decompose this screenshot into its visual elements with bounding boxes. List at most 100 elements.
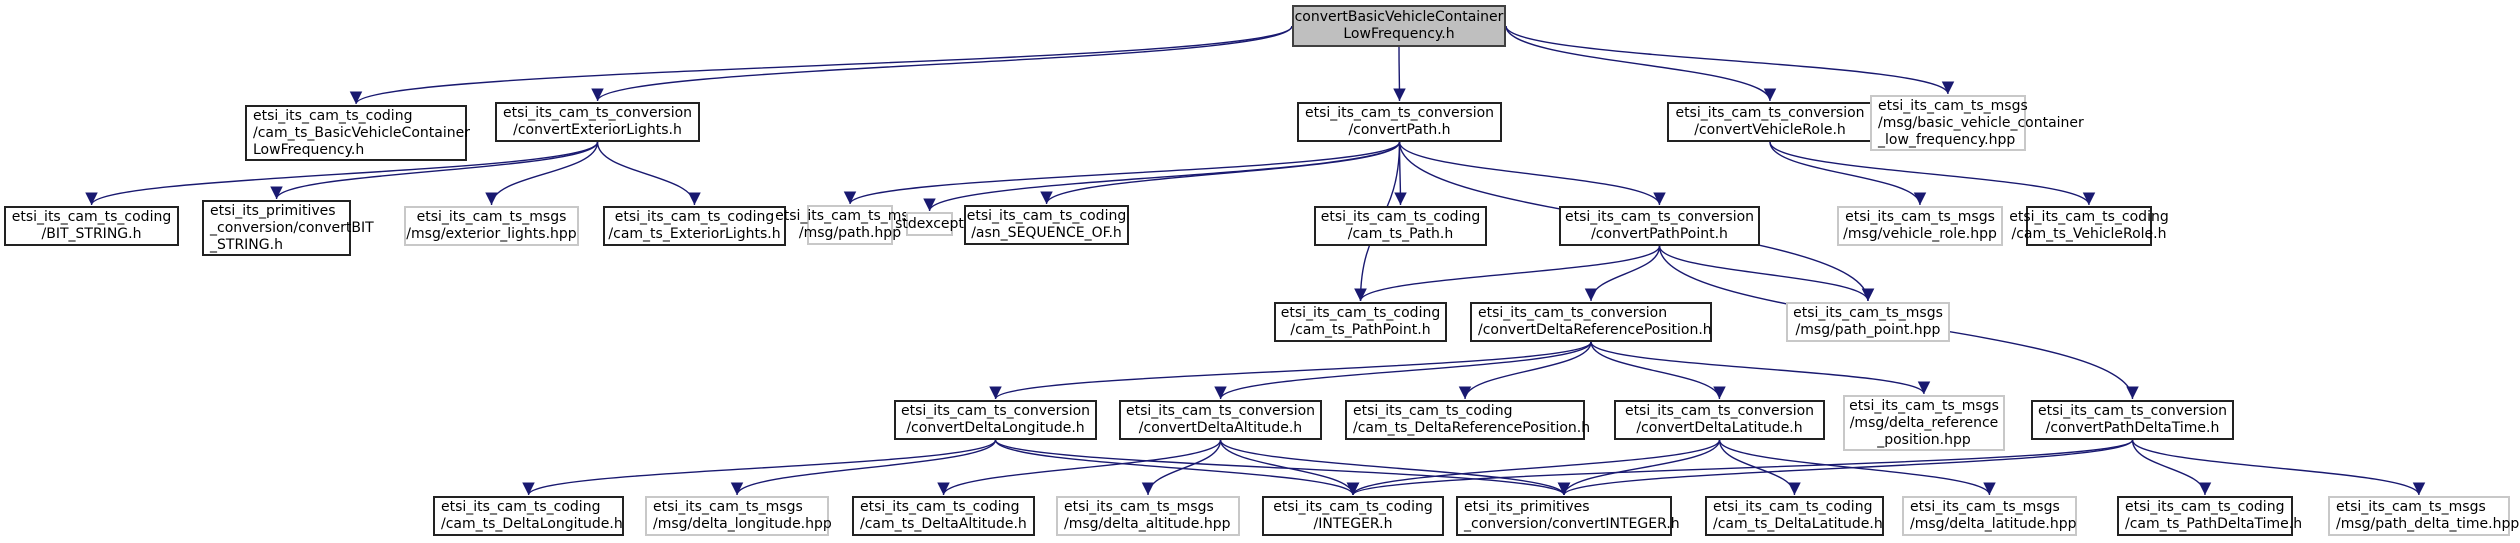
edge-conv-path-to-stdexcept [923,141,1401,212]
graph-node-msgs-path[interactable]: etsi_its_cam_ts_msgs/msg/path.hpp [775,205,925,245]
node-label-line: etsi_its_cam_ts_conversion [1564,209,1755,225]
node-label-line: _conversion/convertINTEGER.h [1464,516,1680,532]
node-label-line: _position.hpp [1877,431,1971,448]
node-label-line: etsi_its_cam_ts_conversion [1125,403,1316,419]
node-label-line: etsi_its_cam_ts_coding [1320,209,1481,225]
edge-conv-path-to-conv-pathpoint [1398,141,1666,206]
node-label-line: /msg/basic_vehicle_container [1878,114,2084,131]
edge-conv-deltarefpos-to-conv-deltaalt [1214,341,1592,400]
node-label-line: etsi_its_cam_ts_conversion [2037,403,2228,419]
edge-root-to-conv-extlights [591,25,1293,102]
node-label-line: etsi_its_cam_ts_conversion [900,403,1091,419]
graph-node-conv-extlights[interactable]: etsi_its_cam_ts_conversion/convertExteri… [495,102,700,142]
graph-node-coding-vehrole[interactable]: etsi_its_cam_ts_coding/cam_ts_VehicleRol… [2009,206,2169,246]
edge-conv-vehrole-to-msgs-vehrole [1769,141,1927,206]
edge-conv-extlights-to-coding-bitstring [85,141,599,206]
graph-node-msgs-deltarefpos[interactable]: etsi_its_cam_ts_msgs/msg/delta_reference… [1843,395,2005,451]
node-label-line: /convertDeltaLongitude.h [906,420,1085,436]
node-label-line: /BIT_STRING.h [41,226,142,242]
node-label-line: /cam_ts_PathDeltaTime.h [2125,516,2303,532]
edge-conv-path-to-msgs-path [843,141,1401,205]
edge-conv-pathdeltatime-to-coding-integer [1347,439,2134,496]
graph-node-msgs-deltalon[interactable]: etsi_its_cam_ts_msgs/msg/delta_longitude… [645,496,832,536]
graph-node-conv-pathpoint[interactable]: etsi_its_cam_ts_conversion/convertPathPo… [1559,206,1760,246]
node-label-line: convertBasicVehicleContainer [1294,9,1504,25]
edge-conv-deltalon-to-coding-deltalon [522,439,997,496]
node-label-line: etsi_its_cam_ts_coding [860,499,1020,515]
graph-node-coding-path[interactable]: etsi_its_cam_ts_coding/cam_ts_Path.h [1314,206,1487,246]
node-label-line: LowFrequency.h [253,141,365,158]
graph-node-coding-pathdeltatime[interactable]: etsi_its_cam_ts_coding/cam_ts_PathDeltaT… [2117,496,2302,536]
node-label-line: stdexcept [895,215,964,232]
edge-conv-deltalat-to-coding-integer [1346,439,1721,496]
node-label-line: /cam_ts_PathPoint.h [1290,322,1431,338]
graph-node-conv-deltalat[interactable]: etsi_its_cam_ts_conversion/convertDeltaL… [1614,400,1825,440]
graph-node-coding-pathpoint[interactable]: etsi_its_cam_ts_coding/cam_ts_PathPoint.… [1274,302,1447,342]
edge-conv-extlights-to-coding-extlights [596,141,701,206]
graph-node-conv-deltarefpos[interactable]: etsi_its_cam_ts_conversion/convertDeltaR… [1470,302,1712,342]
graph-node-msgs-vehrole[interactable]: etsi_its_cam_ts_msgs/msg/vehicle_role.hp… [1837,206,2003,246]
edge-conv-pathpoint-to-msgs-pathpoint [1658,245,1875,302]
graph-node-conv-vehrole[interactable]: etsi_its_cam_ts_conversion/convertVehicl… [1667,102,1873,142]
graph-node-prim-convbit[interactable]: etsi_its_primitives_conversion/convertBI… [202,200,374,256]
edge-conv-pathdeltatime-to-msgs-pathdeltatime [2131,439,2426,496]
graph-node-coding-bvclf[interactable]: etsi_its_cam_ts_coding/cam_ts_BasicVehic… [245,105,470,161]
node-label-line: /INTEGER.h [1313,516,1393,532]
edge-root-to-coding-bvclf [350,25,1293,105]
graph-node-prim-convint[interactable]: etsi_its_primitives_conversion/convertIN… [1456,496,1680,536]
node-label-line: etsi_its_cam_ts_coding [1273,499,1433,515]
graph-node-msgs-deltalat[interactable]: etsi_its_cam_ts_msgs/msg/delta_latitude.… [1902,496,2077,536]
edge-conv-extlights-to-prim-convbit [270,141,599,200]
graph-node-stdexcept[interactable]: stdexcept [895,212,964,236]
edge-root-to-msgs-bvclf [1505,25,1955,95]
node-label-line: etsi_its_cam_ts_coding [614,209,775,225]
node-label-line: /cam_ts_DeltaAltitude.h [860,516,1027,532]
node-label-line: /msg/path_point.hpp [1795,322,1941,338]
graph-node-conv-path[interactable]: etsi_its_cam_ts_conversion/convertPath.h [1297,102,1502,142]
graph-node-msgs-pathdeltatime[interactable]: etsi_its_cam_ts_msgs/msg/path_delta_time… [2328,496,2519,536]
graph-node-coding-seqof[interactable]: etsi_its_cam_ts_coding/asn_SEQUENCE_OF.h [964,205,1129,245]
edge-conv-deltalon-to-prim-convint [994,439,1571,496]
node-label-line: etsi_its_cam_ts_coding [1353,403,1513,419]
edge-conv-path-to-coding-seqof [1040,141,1401,205]
graph-node-coding-deltalat[interactable]: etsi_its_cam_ts_coding/cam_ts_DeltaLatit… [1705,496,1884,536]
node-label-line: /cam_ts_Path.h [1347,226,1454,242]
node-label-line: /msg/vehicle_role.hpp [1843,226,1997,242]
node-label-line: etsi_its_cam_ts_msgs [1064,499,1214,515]
node-label-line: etsi_its_cam_ts_msgs [1878,97,2028,114]
graph-node-conv-deltalon[interactable]: etsi_its_cam_ts_conversion/convertDeltaL… [894,400,1097,440]
graph-node-msgs-pathpoint[interactable]: etsi_its_cam_ts_msgs/msg/path_point.hpp [1786,302,1950,342]
graph-node-coding-extlights[interactable]: etsi_its_cam_ts_coding/cam_ts_ExteriorLi… [603,206,786,246]
graph-node-coding-deltaalt[interactable]: etsi_its_cam_ts_coding/cam_ts_DeltaAltit… [852,496,1035,536]
node-label-line: /msg/delta_latitude.hpp [1910,516,2077,532]
node-label-line: _conversion/convertBIT [210,219,374,236]
node-label-line: etsi_its_cam_ts_msgs [1845,209,1995,225]
edge-conv-pathpoint-to-conv-deltarefpos [1584,245,1661,302]
node-label-line: etsi_its_cam_ts_msgs [775,208,925,224]
graph-node-coding-integer[interactable]: etsi_its_cam_ts_coding/INTEGER.h [1262,496,1444,536]
graph-node-coding-deltarefpos[interactable]: etsi_its_cam_ts_coding/cam_ts_DeltaRefer… [1345,400,1590,440]
graph-node-coding-bitstring[interactable]: etsi_its_cam_ts_coding/BIT_STRING.h [4,206,179,246]
node-label-line: etsi_its_cam_ts_conversion [1624,403,1815,419]
graph-node-msgs-bvclf[interactable]: etsi_its_cam_ts_msgs/msg/basic_vehicle_c… [1870,95,2084,151]
node-label-line: etsi_its_cam_ts_msgs [1849,397,1999,414]
node-label-line: /convertVehicleRole.h [1694,122,1846,138]
graph-node-conv-deltaalt[interactable]: etsi_its_cam_ts_conversion/convertDeltaA… [1119,400,1322,440]
graph-node-msgs-deltaalt[interactable]: etsi_its_cam_ts_msgs/msg/delta_altitude.… [1056,496,1240,536]
node-label-line: /cam_ts_DeltaLongitude.h [441,516,623,532]
graph-node-msgs-extlights[interactable]: etsi_its_cam_ts_msgs/msg/exterior_lights… [404,206,579,246]
edge-root-to-conv-vehrole [1505,25,1777,102]
node-label-line: etsi_its_cam_ts_msgs [653,499,803,515]
graph-node-conv-pathdeltatime[interactable]: etsi_its_cam_ts_conversion/convertPathDe… [2031,400,2234,440]
node-label-line: /convertDeltaAltitude.h [1138,420,1303,436]
node-label-line: _STRING.h [210,236,283,253]
node-label-line: /convertPathPoint.h [1591,226,1728,242]
edge-conv-deltarefpos-to-coding-deltarefpos [1458,341,1592,400]
node-label-line: /cam_ts_DeltaLatitude.h [1713,516,1883,532]
node-label-line: etsi_its_cam_ts_coding [2009,209,2169,225]
graph-node-coding-deltalon[interactable]: etsi_its_cam_ts_coding/cam_ts_DeltaLongi… [433,496,624,536]
edge-conv-deltarefpos-to-conv-deltalat [1590,341,1726,400]
node-label-line: /msg/path.hpp [798,225,902,241]
node-label-line: etsi_its_primitives [210,202,336,219]
